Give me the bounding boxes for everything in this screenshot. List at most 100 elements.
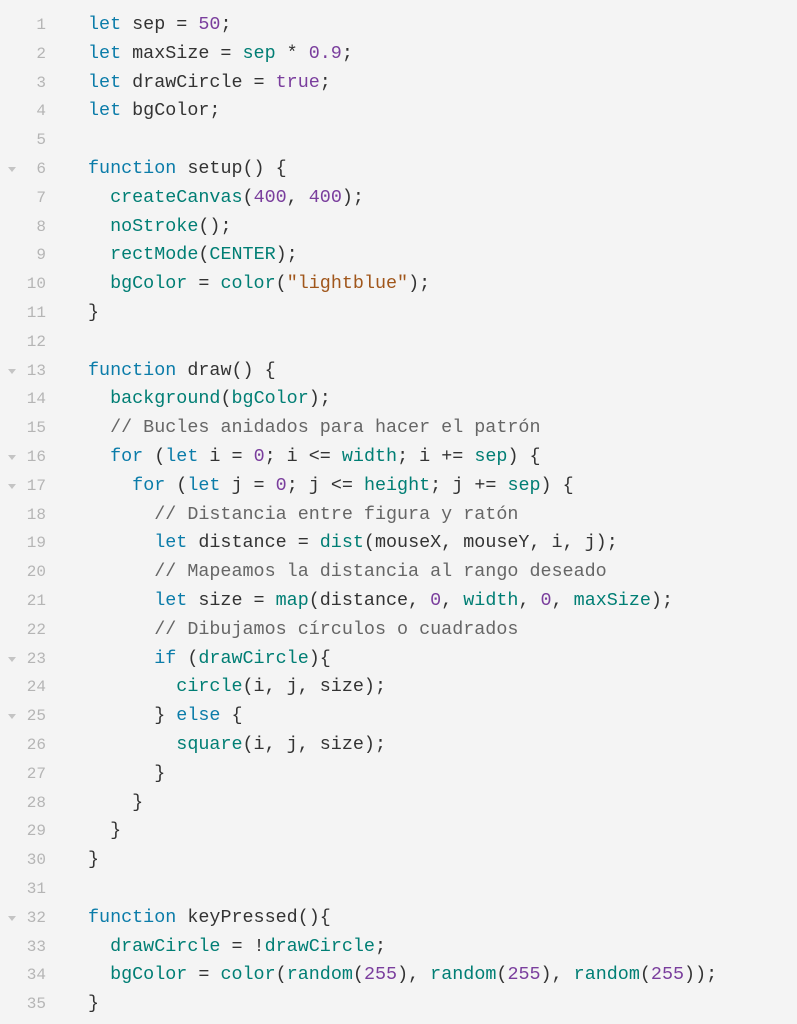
code-line[interactable]: 5 (0, 126, 797, 155)
identifier-token: createCanvas (110, 186, 243, 208)
code-line[interactable]: 25 } else { (0, 702, 797, 731)
number-token: 0 (540, 589, 552, 611)
code-text[interactable]: let drawCircle = true; (88, 69, 331, 98)
code-line[interactable]: 18 // Distancia entre figura y ratón (0, 501, 797, 530)
code-text[interactable]: square(i, j, size); (88, 731, 386, 760)
code-text[interactable]: rectMode(CENTER); (88, 241, 298, 270)
code-text-token: ( (275, 273, 287, 295)
code-line[interactable]: 31 (0, 875, 797, 904)
code-line[interactable]: 17 for (let j = 0; j <= height; j += sep… (0, 472, 797, 501)
code-text[interactable]: function setup() { (88, 155, 287, 184)
code-line[interactable]: 26 square(i, j, size); (0, 731, 797, 760)
code-line[interactable]: 16 for (let i = 0; i <= width; i += sep)… (0, 443, 797, 472)
code-text[interactable]: createCanvas(400, 400); (88, 184, 364, 213)
code-line[interactable]: 27 } (0, 760, 797, 789)
string-token: "lightblue" (286, 273, 409, 295)
fold-arrow-icon[interactable] (8, 714, 16, 720)
code-line[interactable]: 24 circle(i, j, size); (0, 673, 797, 702)
code-text-token: size = (187, 589, 276, 611)
identifier-token: CENTER (209, 244, 276, 266)
fold-arrow-icon[interactable] (8, 454, 16, 460)
code-text[interactable]: // Dibujamos círculos o cuadrados (88, 616, 518, 645)
code-line[interactable]: 7 createCanvas(400, 400); (0, 184, 797, 213)
code-text-token (88, 388, 110, 409)
code-line[interactable]: 8 noStroke(); (0, 213, 797, 242)
comment-token: // Mapeamos la distancia al rango desead… (154, 561, 607, 583)
code-text-token: ( (242, 186, 254, 208)
code-text[interactable]: } else { (88, 702, 242, 731)
code-line[interactable]: 28 } (0, 789, 797, 818)
code-text[interactable]: } (88, 789, 143, 818)
code-text-token (88, 676, 176, 697)
code-text-token: , (286, 186, 309, 208)
code-line[interactable]: 9 rectMode(CENTER); (0, 241, 797, 270)
code-text-token (88, 273, 110, 294)
code-line[interactable]: 19 let distance = dist(mouseX, mouseY, i… (0, 529, 797, 558)
code-line[interactable]: 30} (0, 846, 797, 875)
identifier-token: drawCircle (264, 935, 375, 957)
fold-arrow-icon[interactable] (8, 368, 16, 374)
code-text-token: ; j += (430, 474, 508, 496)
code-text-token: ( (352, 964, 364, 986)
code-text[interactable]: // Distancia entre figura y ratón (88, 501, 518, 530)
code-line[interactable]: 15 // Bucles anidados para hacer el patr… (0, 414, 797, 443)
code-text[interactable]: bgColor = color("lightblue"); (88, 270, 430, 299)
line-number: 34 (26, 966, 46, 985)
code-text[interactable]: let size = map(distance, 0, width, 0, ma… (88, 587, 673, 616)
code-line[interactable]: 20 // Mapeamos la distancia al rango des… (0, 558, 797, 587)
code-text[interactable]: } (88, 760, 165, 789)
code-text-token: )); (684, 964, 718, 986)
code-text[interactable]: bgColor = color(random(255), random(255)… (88, 961, 717, 990)
code-text[interactable]: let bgColor; (88, 97, 220, 126)
code-text[interactable]: // Mapeamos la distancia al rango desead… (88, 558, 607, 587)
code-text[interactable]: circle(i, j, size); (88, 673, 386, 702)
code-text[interactable]: function draw() { (88, 357, 276, 386)
code-line[interactable]: 21 let size = map(distance, 0, width, 0,… (0, 587, 797, 616)
code-text[interactable]: } (88, 846, 99, 875)
code-text[interactable]: let distance = dist(mouseX, mouseY, i, j… (88, 529, 618, 558)
code-text[interactable]: } (88, 817, 121, 846)
line-number: 7 (36, 188, 46, 207)
code-text[interactable]: background(bgColor); (88, 385, 331, 414)
code-line[interactable]: 35} (0, 990, 797, 1019)
line-number: 27 (26, 764, 46, 783)
code-text[interactable]: } (88, 990, 99, 1019)
code-text[interactable]: } (88, 299, 99, 328)
code-text[interactable]: if (drawCircle){ (88, 645, 331, 674)
code-line[interactable]: 11} (0, 299, 797, 328)
code-line[interactable]: 14 background(bgColor); (0, 385, 797, 414)
code-line[interactable]: 22 // Dibujamos círculos o cuadrados (0, 616, 797, 645)
code-text[interactable]: for (let i = 0; i <= width; i += sep) { (88, 443, 540, 472)
code-line[interactable]: 33 drawCircle = !drawCircle; (0, 933, 797, 962)
code-text-token: = ! (220, 935, 265, 957)
code-line[interactable]: 29 } (0, 817, 797, 846)
code-text[interactable]: let maxSize = sep * 0.9; (88, 40, 353, 69)
code-text[interactable]: noStroke(); (88, 213, 231, 242)
line-number: 33 (26, 937, 46, 956)
code-text[interactable]: for (let j = 0; j <= height; j += sep) { (88, 472, 574, 501)
code-text[interactable]: function keyPressed(){ (88, 904, 331, 933)
line-number: 17 (26, 476, 46, 495)
line-number: 19 (26, 534, 46, 553)
code-text[interactable]: // Bucles anidados para hacer el patrón (88, 414, 540, 443)
code-text[interactable]: drawCircle = !drawCircle; (88, 933, 386, 962)
fold-arrow-icon[interactable] (8, 483, 16, 489)
code-line[interactable]: 34 bgColor = color(random(255), random(2… (0, 961, 797, 990)
code-text[interactable]: let sep = 50; (88, 11, 232, 40)
fold-arrow-icon[interactable] (8, 656, 16, 662)
code-line[interactable]: 10 bgColor = color("lightblue"); (0, 270, 797, 299)
fold-arrow-icon[interactable] (8, 166, 16, 172)
fold-arrow-icon[interactable] (8, 915, 16, 921)
code-text-token: ( (275, 964, 287, 986)
code-line[interactable]: 12 (0, 328, 797, 357)
code-line[interactable]: 23 if (drawCircle){ (0, 645, 797, 674)
